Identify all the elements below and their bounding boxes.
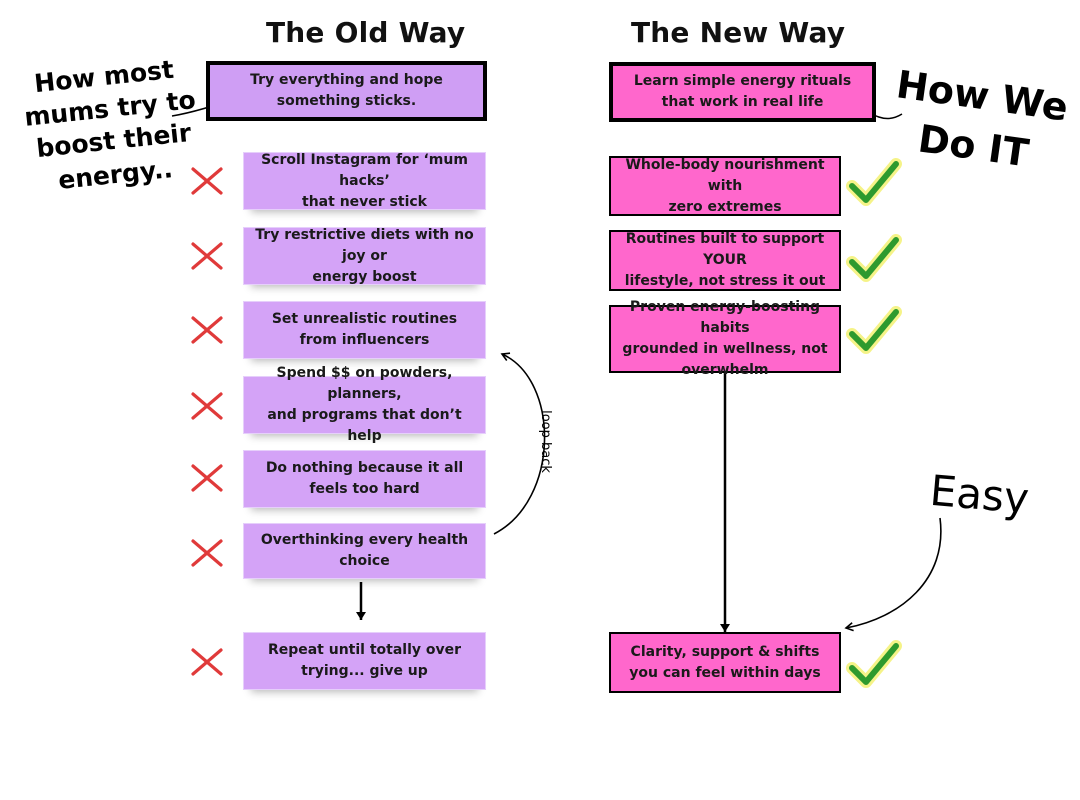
old-header-line: Try everything and hope: [250, 72, 443, 88]
old-step-line: energy boost: [312, 268, 417, 285]
new-step: Proven energy-boosting habits grounded in…: [609, 299, 841, 378]
cross-icon: [191, 167, 223, 195]
cross-icon: [191, 316, 223, 344]
new-step-line: Whole-body nourishment with: [625, 156, 825, 194]
old-step-line: Set unrealistic routines: [271, 311, 458, 327]
old-step-line: from influencers: [299, 332, 430, 348]
old-header-line: something sticks.: [276, 93, 417, 109]
new-step-line: Routines built to support YOUR: [625, 231, 825, 268]
new-header-line: Learn simple energy rituals: [633, 73, 852, 89]
new-way-title: The New Way: [631, 16, 846, 49]
old-step-line: Overthinking every health: [260, 532, 469, 548]
cross-icon: [191, 242, 223, 270]
old-step: Spend $$ on powders, planners, and progra…: [243, 365, 486, 444]
new-step-line: zero extremes: [668, 198, 782, 215]
new-step-line: lifestyle, not stress it out: [624, 273, 826, 289]
old-step: Scroll Instagram for ‘mum hacks’ that nev…: [243, 152, 486, 210]
cross-icon: [191, 392, 223, 420]
old-step: Try restrictive diets with no joy or ener…: [243, 227, 486, 285]
cross-icon: [191, 648, 223, 676]
new-step-line: grounded in wellness, not: [622, 341, 828, 357]
new-step: Whole-body nourishment with zero extremes: [609, 156, 841, 216]
old-step-line: Do nothing because it all: [265, 460, 464, 476]
old-step-line: feels too hard: [309, 481, 420, 497]
old-step: Do nothing because it all feels too hard: [243, 450, 486, 508]
check-icon: [846, 234, 902, 282]
new-step-line: overwhelm: [681, 362, 769, 378]
old-step: Overthinking every health choice: [243, 523, 486, 579]
new-step: Clarity, support & shifts you can feel wi…: [609, 632, 841, 693]
old-step-line: Scroll Instagram for ‘mum hacks’: [261, 151, 468, 189]
new-step: Routines built to support YOUR lifestyle,…: [609, 230, 841, 291]
old-step-line: that never stick: [302, 193, 427, 210]
old-step-line: Try restrictive diets with no joy or: [255, 226, 474, 264]
old-step-line: choice: [339, 553, 390, 569]
cross-icon: [191, 464, 223, 492]
new-step-line: Clarity, support & shifts: [630, 643, 820, 660]
old-step-line: and programs that don’t help: [267, 407, 462, 444]
check-icon: [846, 640, 902, 688]
old-way-title: The Old Way: [266, 16, 466, 49]
loop-back-arrow: [493, 352, 546, 535]
check-icon: [846, 158, 902, 206]
check-icon: [846, 306, 902, 354]
old-step-line: trying... give up: [301, 663, 428, 679]
new-header-line: that work in real life: [661, 94, 824, 110]
old-step: Set unrealistic routines from influencers: [243, 301, 486, 359]
easy-arrow: [844, 517, 942, 632]
loop-back-label: loop back: [537, 410, 553, 473]
old-way-header: Try everything and hope something sticks.: [206, 61, 487, 121]
old-step: Repeat until totally over trying... give …: [243, 632, 486, 690]
new-way-header: Learn simple energy rituals that work in …: [609, 62, 876, 122]
cross-icon: [191, 539, 223, 567]
old-step-line: Repeat until totally over: [267, 642, 462, 658]
new-step-line: you can feel within days: [629, 664, 821, 681]
old-step-line: Spend $$ on powders, planners,: [276, 365, 453, 402]
new-step-line: Proven energy-boosting habits: [629, 299, 821, 336]
